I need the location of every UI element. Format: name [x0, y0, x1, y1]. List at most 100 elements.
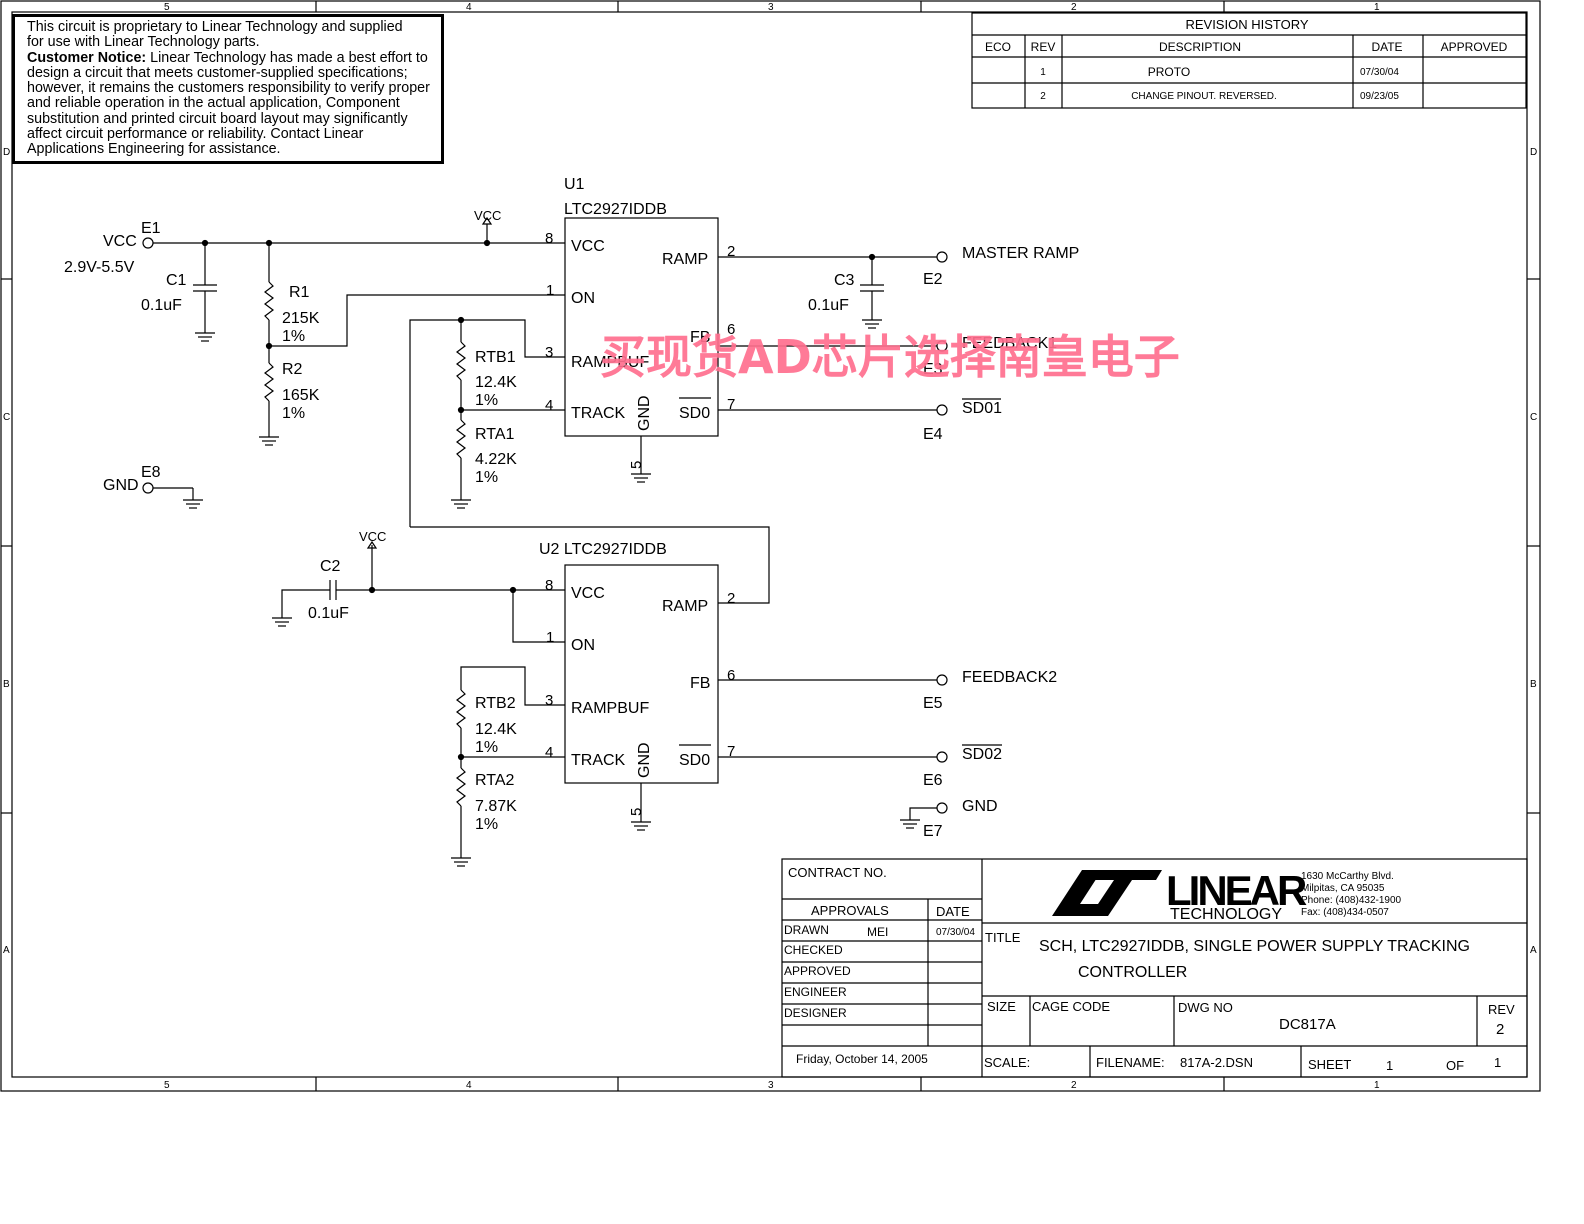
fax: Fax: (408)434-0507 — [1301, 907, 1389, 918]
e5-label: E5 — [923, 695, 943, 712]
rta2-tolerance: 1% — [475, 816, 498, 833]
drawn-label: DRAWN — [784, 923, 829, 937]
col-label-top-5: 5 — [164, 2, 170, 13]
c3-value: 0.1uF — [808, 297, 849, 314]
u2-pin-ramp: RAMP — [662, 598, 708, 615]
border-zone-labels: 5 4 3 2 1 5 4 3 2 1 D C B A D C B A — [3, 2, 1537, 1091]
rev-row2-desc: CHANGE PINOUT. REVERSED. — [1131, 91, 1277, 102]
u1-pin6-num: 6 — [727, 321, 735, 338]
rev-row1-rev: 1 — [1040, 67, 1046, 78]
notice-bold-label: Customer Notice: — [27, 49, 147, 66]
c3-label: C3 — [834, 272, 855, 289]
rev-row2-date: 09/23/05 — [1360, 91, 1399, 102]
rev-header-description: DESCRIPTION — [1159, 40, 1241, 54]
c2-value: 0.1uF — [308, 605, 349, 622]
col-label-bottom-2: 2 — [1071, 1080, 1077, 1091]
notice-line-7: substitution and printed circuit board l… — [27, 110, 408, 127]
u2-pin1-num: 1 — [546, 629, 554, 646]
r2-label: R2 — [282, 361, 303, 378]
u1-vcc-flag: VCC — [474, 208, 501, 223]
u1-pin1-num: 1 — [546, 282, 554, 299]
sheet-label: SHEET — [1308, 1057, 1351, 1072]
circuit-labels: U1 LTC2927IDDB VCC ON RAMPBUF TRACK RAMP… — [64, 176, 1079, 840]
u1-pin3-num: 3 — [545, 344, 553, 361]
u2-pin-on: ON — [571, 637, 595, 654]
drawn-date: 07/30/04 — [936, 927, 975, 938]
notice-line-5: however, it remains the customers respon… — [27, 80, 430, 97]
u1-pin5-num: 5 — [628, 461, 645, 469]
address-line-1: 1630 McCarthy Blvd. — [1301, 871, 1394, 882]
of-value: 1 — [1494, 1055, 1501, 1070]
u2-pin-gnd: GND — [636, 742, 653, 778]
vcc-input-label: VCC — [103, 233, 137, 250]
notice-line-2: for use with Linear Technology parts. — [27, 34, 260, 51]
rev-label: REV — [1488, 1002, 1515, 1017]
u2-pin-rampbuf: RAMPBUF — [571, 700, 649, 717]
c1-value: 0.1uF — [141, 297, 182, 314]
logo-word: LINEAR — [1166, 867, 1307, 914]
rta1-value: 4.22K — [475, 451, 517, 468]
phone: Phone: (408)432-1900 — [1301, 895, 1402, 906]
notice-line-4: design a circuit that meets customer-sup… — [27, 64, 408, 81]
r1-label: R1 — [289, 284, 310, 301]
revision-title: REVISION HISTORY — [1185, 17, 1308, 32]
col-label-top-1: 1 — [1374, 2, 1380, 13]
u2-ref-part: U2 LTC2927IDDB — [539, 541, 667, 558]
rtb1-tolerance: 1% — [475, 392, 498, 409]
e4-label: E4 — [923, 426, 943, 443]
u1-pin-vcc: VCC — [571, 238, 605, 255]
rev-header-date: DATE — [1371, 40, 1402, 54]
rta1-label: RTA1 — [475, 426, 515, 443]
rta2-value: 7.87K — [475, 798, 517, 815]
col-label-bottom-1: 1 — [1374, 1080, 1380, 1091]
e1-label: E1 — [141, 220, 161, 237]
col-label-top-2: 2 — [1071, 2, 1077, 13]
notice-line-9: Applications Engineering for assistance. — [27, 141, 281, 158]
u1-ref: U1 — [564, 176, 585, 193]
dwg-no-value: DC817A — [1279, 1016, 1336, 1033]
u2-pin6-num: 6 — [727, 667, 735, 684]
contract-no-label: CONTRACT NO. — [788, 865, 887, 880]
gnd-input-label: GND — [103, 477, 139, 494]
u2-vcc-flag: VCC — [359, 529, 386, 544]
notice-line-3: Customer Notice: Linear Technology has m… — [27, 49, 433, 66]
approved-label: APPROVED — [784, 964, 851, 978]
feedback2-label: FEEDBACK2 — [962, 669, 1057, 686]
u2-pin-sdo: SD0 — [679, 752, 710, 769]
master-ramp-label: MASTER RAMP — [962, 245, 1079, 262]
filename-value: 817A-2.DSN — [1180, 1055, 1253, 1070]
dwg-no-label: DWG NO — [1178, 1000, 1233, 1015]
r1-value: 215K — [282, 310, 320, 327]
r1-tolerance: 1% — [282, 328, 305, 345]
notice-line-3-rest: Linear Technology has made a best effort… — [146, 49, 428, 66]
e3-label: E3 — [923, 361, 943, 378]
u1-pin-gnd: GND — [636, 395, 653, 431]
revision-history-table — [971, 12, 1527, 109]
rtb2-tolerance: 1% — [475, 739, 498, 756]
row-label-right-c: C — [1530, 412, 1537, 423]
rev-value: 2 — [1496, 1021, 1504, 1038]
rev-row1-date: 07/30/04 — [1360, 67, 1399, 78]
lt-logo-icon — [1052, 870, 1162, 916]
u2-pin5-num: 5 — [628, 808, 645, 816]
approvals-header: APPROVALS — [811, 903, 889, 918]
title-line-1: SCH, LTC2927IDDB, SINGLE POWER SUPPLY TR… — [1039, 938, 1470, 955]
rtb2-value: 12.4K — [475, 721, 517, 738]
col-label-top-4: 4 — [466, 2, 472, 13]
sd01-label: SD01 — [962, 400, 1002, 417]
rtb1-value: 12.4K — [475, 374, 517, 391]
title-block-text: CONTRACT NO. APPROVALS DATE DRAWN MEI 07… — [784, 865, 1515, 1073]
designer-label: DESIGNER — [784, 1006, 847, 1020]
vcc-range: 2.9V-5.5V — [64, 259, 135, 276]
col-label-top-3: 3 — [768, 2, 774, 13]
u2-wiring — [272, 540, 1002, 867]
title-label: TITLE — [985, 930, 1021, 945]
sd02-label: SD02 — [962, 746, 1002, 763]
address-line-2: Milpitas, CA 95035 — [1301, 883, 1385, 894]
u1-pin-sdo: SD0 — [679, 405, 710, 422]
u2-pin2-num: 2 — [727, 590, 735, 607]
u1-pin7-num: 7 — [727, 396, 735, 413]
notice-line-8: affect circuit performance or reliabilit… — [27, 126, 364, 143]
notice-line-6: and reliable operation in the actual app… — [27, 95, 400, 112]
row-label-left-d: D — [3, 147, 10, 158]
